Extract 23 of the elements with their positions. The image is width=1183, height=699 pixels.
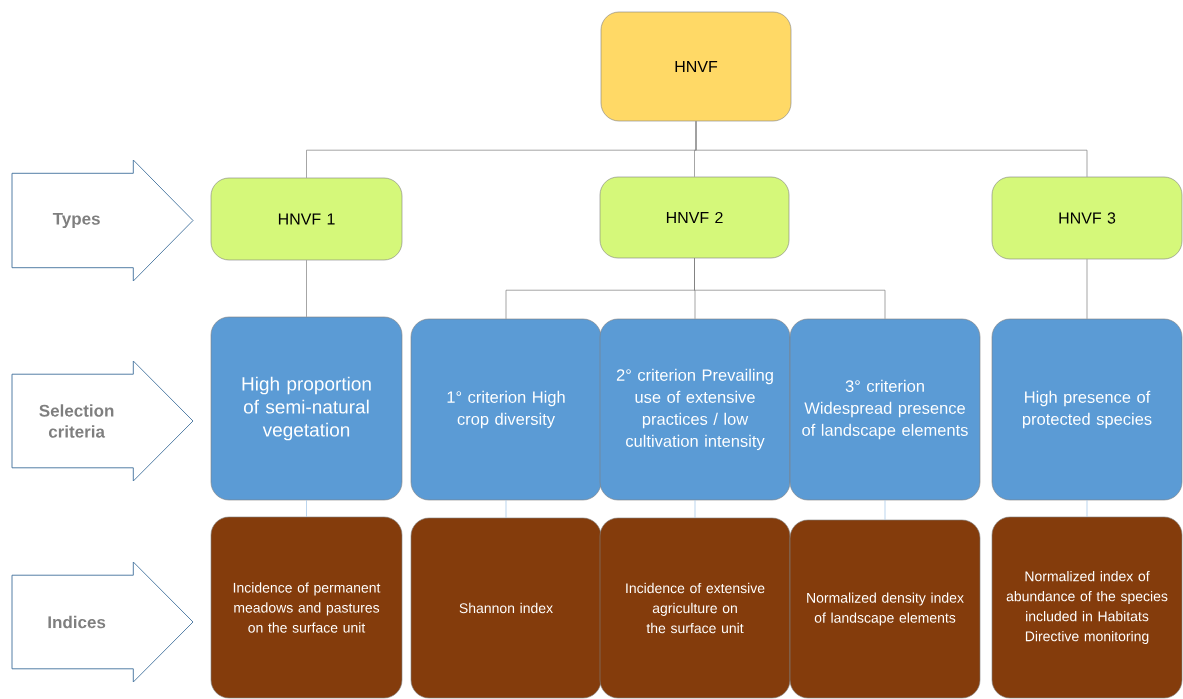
index-box: Incidence of extensive agriculture on the surface unit: [599, 517, 791, 699]
index-box: Incidence of permanent meadows and pastures on the surface unit: [210, 516, 403, 699]
connector-line: [1086, 258, 1088, 320]
criterion-box: 1° criterion High crop diversity: [410, 318, 602, 501]
type-box: HNVF 3: [991, 176, 1183, 260]
connector-line: [1086, 499, 1088, 518]
connector-line: [306, 499, 307, 518]
type-box: HNVF 1: [210, 177, 403, 261]
connector-line: [306, 259, 307, 318]
criterion-box: 2° criterion Prevailing use of extensive practices / low cultivation intensity: [599, 318, 791, 501]
criterion-box: 3° criterion Widespread presence of landscape elements: [789, 318, 981, 501]
index-box: Normalized density index of landscape elements: [789, 519, 981, 699]
index-box: Shannon index: [410, 517, 602, 699]
type-box: HNVF 2: [599, 176, 790, 259]
criterion-box: High proportion of semi-natural vegetation: [210, 316, 403, 501]
criterion-box: High presence of protected species: [991, 318, 1183, 501]
root-box: HNVF: [600, 11, 792, 122]
connector-line: [884, 499, 886, 521]
connector-line: [505, 499, 507, 519]
connector-line: [694, 257, 886, 320]
connector-line: [695, 120, 1088, 178]
index-box: Normalized index of abundance of the species included in Habitats Directive monitoring: [991, 516, 1183, 699]
connector-line: [694, 499, 696, 519]
